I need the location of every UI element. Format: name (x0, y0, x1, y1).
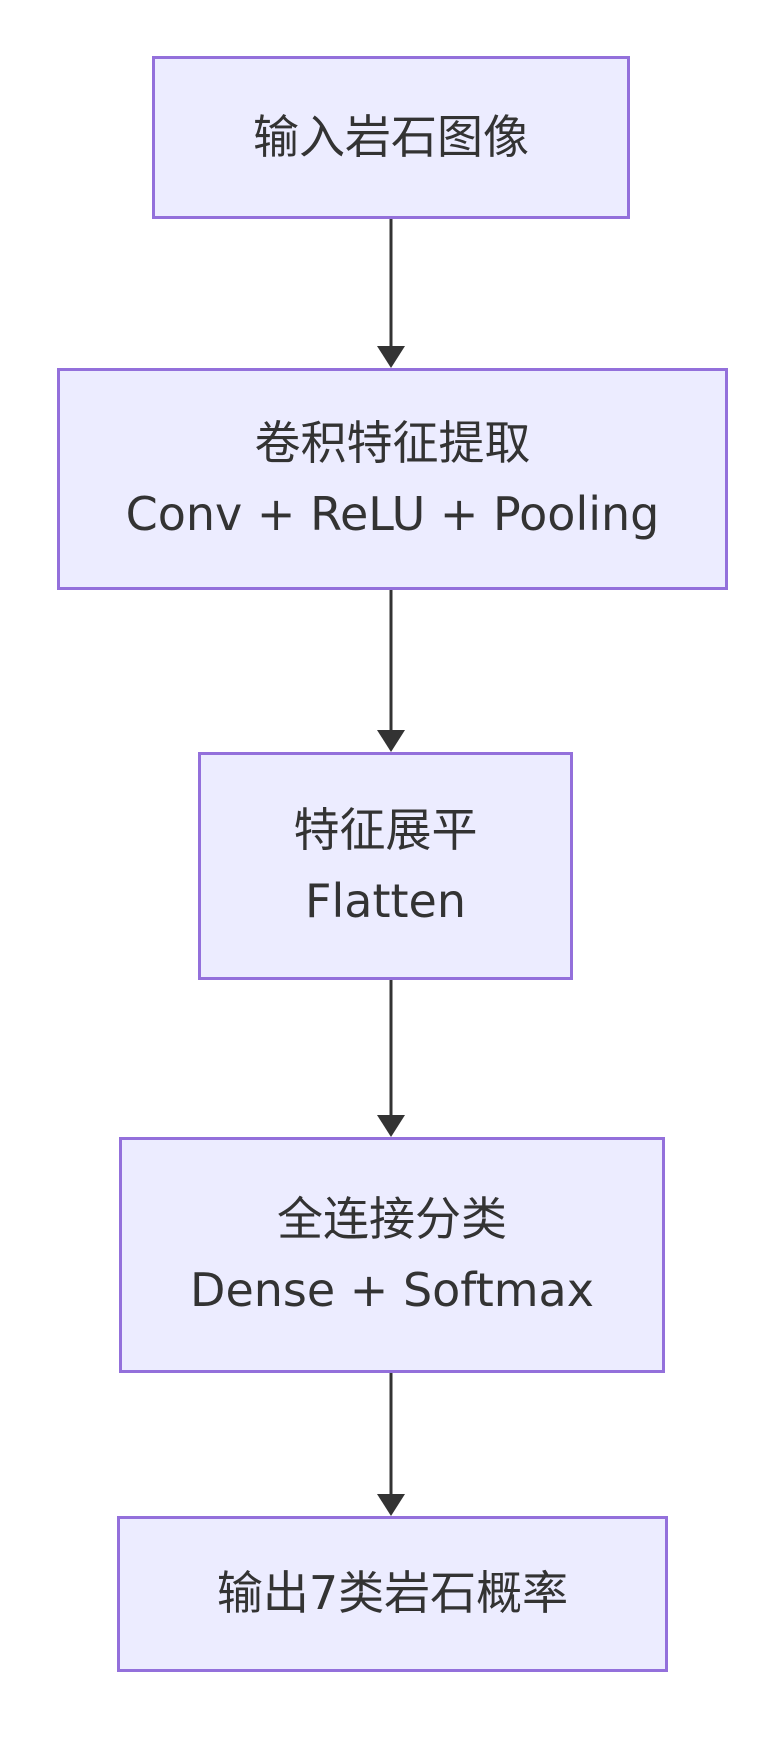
node-feature-flatten: 特征展平 Flatten (198, 752, 573, 980)
node-sublabel: Flatten (305, 874, 466, 928)
arrowhead-down-icon (377, 1494, 405, 1516)
node-label: 全连接分类 (277, 1191, 507, 1246)
arrow-shaft (389, 980, 393, 1116)
node-sublabel: Dense + Softmax (190, 1263, 594, 1317)
node-label: 特征展平 (293, 802, 478, 857)
node-sublabel: Conv + ReLU + Pooling (125, 487, 660, 541)
node-conv-feature-extraction: 卷积特征提取 Conv + ReLU + Pooling (57, 368, 728, 590)
node-label: 输出7类岩石概率 (216, 1566, 569, 1621)
arrowhead-down-icon (377, 346, 405, 368)
node-label: 卷积特征提取 (254, 415, 531, 470)
arrowhead-down-icon (377, 1115, 405, 1137)
node-input-rock-image: 输入岩石图像 (152, 56, 630, 219)
arrow-shaft (389, 1373, 393, 1495)
arrow-shaft (389, 219, 393, 347)
arrow-shaft (389, 590, 393, 731)
node-output-probabilities: 输出7类岩石概率 (117, 1516, 668, 1672)
node-label: 输入岩石图像 (253, 109, 529, 164)
arrowhead-down-icon (377, 730, 405, 752)
node-fully-connected-classifier: 全连接分类 Dense + Softmax (119, 1137, 665, 1373)
